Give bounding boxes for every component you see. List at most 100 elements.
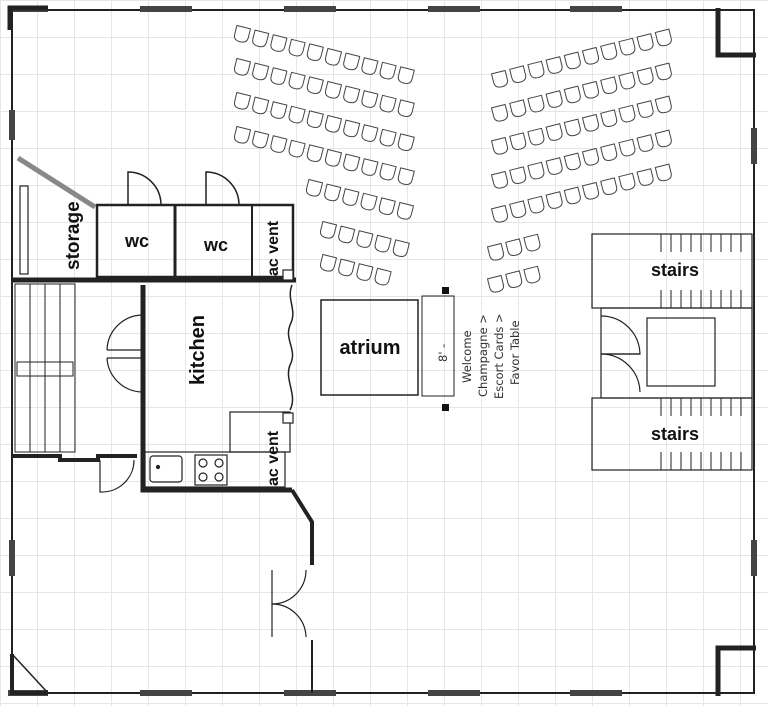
chair bbox=[486, 274, 505, 293]
welcome-table bbox=[421, 295, 455, 397]
chair bbox=[397, 66, 415, 85]
left-stairs bbox=[14, 283, 76, 453]
chair bbox=[600, 42, 618, 61]
stairs-label-top: stairs bbox=[651, 260, 699, 280]
chair bbox=[306, 144, 324, 163]
chair bbox=[288, 139, 306, 158]
chair bbox=[270, 67, 288, 85]
chair bbox=[288, 71, 306, 90]
chair bbox=[361, 90, 379, 108]
chair bbox=[252, 62, 270, 81]
chair bbox=[527, 195, 545, 214]
chair bbox=[306, 110, 324, 129]
chair bbox=[636, 33, 654, 51]
chair bbox=[324, 148, 343, 167]
chair bbox=[397, 99, 415, 118]
chair bbox=[545, 56, 563, 74]
chair bbox=[618, 37, 636, 56]
right-stairs bbox=[591, 233, 753, 471]
chair bbox=[397, 133, 415, 152]
service-rooms bbox=[12, 155, 296, 283]
chair bbox=[343, 85, 361, 104]
corners bbox=[7, 5, 756, 696]
chair bbox=[563, 51, 581, 70]
seating bbox=[233, 24, 672, 293]
chair bbox=[233, 24, 252, 43]
chair bbox=[581, 113, 600, 132]
chair bbox=[523, 233, 541, 252]
chair bbox=[288, 105, 306, 124]
chair bbox=[563, 152, 581, 171]
table-size-label: 8' - bbox=[436, 344, 450, 362]
chair bbox=[324, 47, 343, 66]
chair bbox=[527, 60, 545, 79]
chair bbox=[545, 123, 563, 141]
chair bbox=[509, 99, 527, 118]
chair bbox=[233, 91, 252, 110]
chair bbox=[509, 132, 527, 151]
chair bbox=[306, 43, 324, 62]
wc-label-2: wc bbox=[203, 235, 228, 255]
chair bbox=[342, 188, 360, 206]
kitchen-label: kitchen bbox=[187, 315, 209, 385]
chair bbox=[563, 186, 581, 205]
ac-vent-label-top: ac vent bbox=[265, 220, 282, 276]
chair bbox=[636, 100, 654, 118]
table-note-1: Welcome bbox=[460, 330, 474, 383]
chair bbox=[527, 161, 545, 180]
chair bbox=[581, 46, 600, 65]
chair bbox=[527, 94, 545, 113]
chair bbox=[361, 57, 379, 75]
chair bbox=[392, 239, 410, 258]
chair bbox=[233, 57, 252, 76]
storage-label: storage bbox=[63, 201, 84, 270]
chair bbox=[618, 138, 636, 157]
chair bbox=[618, 104, 636, 123]
chair bbox=[396, 201, 415, 220]
chair bbox=[486, 242, 505, 261]
chair bbox=[618, 71, 636, 90]
chair bbox=[374, 234, 392, 253]
chair bbox=[505, 238, 523, 257]
chair bbox=[252, 96, 270, 115]
table-note-2: Champagne > bbox=[476, 314, 490, 397]
chair bbox=[379, 162, 397, 181]
chair bbox=[490, 69, 509, 88]
chair bbox=[563, 118, 581, 137]
chair bbox=[319, 220, 338, 239]
chair bbox=[490, 204, 509, 223]
kitchen-walls bbox=[106, 284, 294, 493]
chair bbox=[581, 147, 600, 166]
chair bbox=[509, 65, 527, 84]
chair bbox=[338, 258, 356, 277]
chair bbox=[233, 125, 252, 144]
chair bbox=[636, 67, 654, 85]
chair bbox=[361, 124, 379, 142]
chair bbox=[379, 94, 397, 113]
chair bbox=[600, 109, 618, 128]
chair bbox=[490, 170, 509, 189]
chair bbox=[581, 80, 600, 99]
chair bbox=[306, 76, 324, 95]
chair bbox=[270, 101, 288, 119]
chair bbox=[356, 230, 374, 248]
chair bbox=[527, 127, 545, 146]
atrium-box bbox=[320, 299, 419, 396]
chair bbox=[545, 90, 563, 108]
chair bbox=[270, 34, 288, 52]
chair bbox=[654, 28, 672, 47]
chair bbox=[343, 153, 361, 172]
stairs-label-bottom: stairs bbox=[651, 424, 699, 444]
chair bbox=[319, 253, 338, 272]
table-note-3: Escort Cards > bbox=[492, 313, 506, 399]
chair bbox=[397, 167, 415, 186]
wc-label-1: wc bbox=[124, 231, 149, 251]
chair bbox=[270, 135, 288, 153]
chair bbox=[563, 85, 581, 104]
chair bbox=[545, 157, 563, 175]
chair bbox=[252, 29, 270, 48]
chair bbox=[600, 143, 618, 162]
chair bbox=[600, 177, 618, 196]
chair bbox=[654, 62, 672, 81]
